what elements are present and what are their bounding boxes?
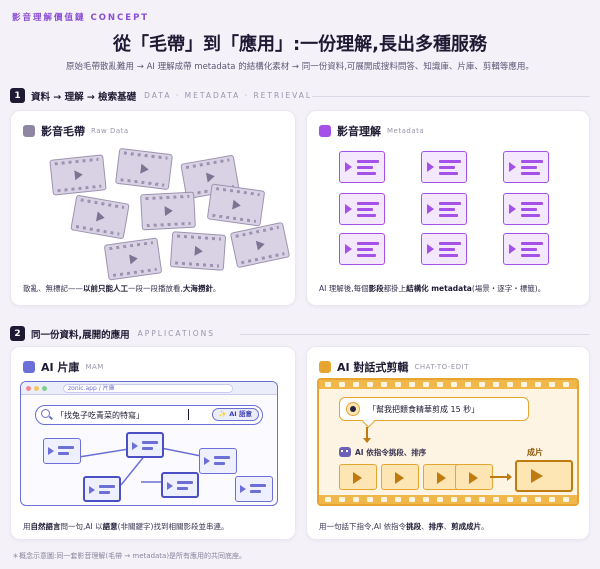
mam-caption: 用自然語言問一句,AI 以語意(非關鍵字)找到相關影段並串連。 (23, 522, 229, 531)
raw-data-card: 影音毛帶 Raw Data 散亂、無標記——以前只能人工一段一段播放看,大海撈針… (10, 110, 296, 306)
raw-film-clip (229, 221, 291, 269)
raw-data-title: 影音毛帶 (41, 125, 85, 138)
raw-data-tag: Raw Data (91, 127, 129, 135)
selected-clip[interactable] (339, 464, 377, 490)
metadata-clip (421, 151, 467, 183)
text-cursor (188, 409, 189, 420)
mam-clip-highlighted[interactable] (83, 476, 121, 502)
final-video-output[interactable] (515, 460, 573, 492)
metadata-clip (503, 233, 549, 265)
selected-clip[interactable] (381, 464, 419, 490)
chat-edit-filmstrip: 「幫我把餵食精華剪成 15 秒」 AI 依指令挑段、排序 成片 (317, 378, 579, 506)
section-1-divider (312, 96, 590, 97)
mam-clip[interactable] (235, 476, 273, 502)
page-subtitle: 原始毛帶散亂難用 → AI 理解成帶 metadata 的結構化素材 → 同一份… (66, 62, 534, 72)
raw-film-clip (115, 147, 173, 191)
arrow-right-icon (490, 473, 512, 480)
output-label: 成片 (527, 448, 543, 457)
metadata-clip (339, 233, 385, 265)
mam-clip-highlighted[interactable] (126, 432, 164, 458)
metadata-clip (503, 151, 549, 183)
section-2-tag: APPLICATIONS (137, 329, 216, 338)
raw-film-clip (206, 183, 266, 227)
footnote: ＊概念示意圖:同一套影音理解(毛帶 → metadata)是所有應用的共同底座。 (12, 552, 247, 560)
section-2-title: 同一份資料,展開的應用 (31, 329, 130, 341)
window-dot-yellow (34, 386, 39, 391)
raw-data-swatch (23, 125, 35, 137)
user-prompt-text: 「幫我把餵食精華剪成 15 秒」 (368, 405, 480, 414)
arrow-down-icon (363, 427, 370, 443)
metadata-clip (421, 233, 467, 265)
section-2-header: 2 同一份資料,展開的應用 APPLICATIONS (10, 326, 215, 341)
browser-toolbar: zonic.app / 片庫 (21, 382, 277, 395)
window-dot-red (26, 386, 31, 391)
mam-tag: MAM (85, 363, 104, 371)
ai-action-label: AI 依指令挑段、排序 (355, 448, 427, 457)
ai-semantic-search-button[interactable]: ✨ AI 語意 (211, 408, 259, 421)
section-2-number: 2 (10, 326, 25, 341)
mam-browser-window: zonic.app / 片庫 「找兔子吃青菜的特寫」 ✨ AI 語意 (20, 381, 278, 506)
section-1-number: 1 (10, 88, 25, 103)
metadata-clip (339, 193, 385, 225)
robot-icon (339, 447, 351, 457)
mam-clip[interactable] (43, 438, 81, 464)
metadata-swatch (319, 125, 331, 137)
chat-edit-tag: CHAT-TO-EDIT (414, 363, 470, 371)
browser-url-field[interactable]: zonic.app / 片庫 (63, 384, 233, 393)
search-icon (41, 409, 50, 418)
semantic-search-input[interactable]: 「找兔子吃青菜的特寫」 ✨ AI 語意 (35, 405, 263, 425)
section-1-header: 1 資料 → 理解 → 檢索基礎 DATA · METADATA · RETRI… (10, 88, 312, 103)
metadata-tag: Metadata (387, 127, 425, 135)
metadata-clip (503, 193, 549, 225)
chat-edit-caption: 用一句話下指令,AI 依指令挑段、排序、剪成成片。 (319, 522, 489, 531)
page-title: 從「毛帶」到「應用」:一份理解,長出多種服務 (112, 34, 488, 55)
section-1-tag: DATA · METADATA · RETRIEVAL (144, 91, 313, 100)
metadata-caption: AI 理解後,每個影段都掛上結構化 metadata(場景・逐字・標籤)。 (319, 284, 546, 293)
raw-data-caption: 散亂、無標記——以前只能人工一段一段播放看,大海撈針。 (23, 284, 221, 293)
metadata-clip (421, 193, 467, 225)
mam-title: AI 片庫 (41, 361, 80, 374)
header-kicker: 影音理解價值鏈 CONCEPT (12, 13, 150, 23)
selected-clip[interactable] (455, 464, 493, 490)
chat-edit-swatch (319, 361, 331, 373)
mam-swatch (23, 361, 35, 373)
raw-film-clip (140, 191, 196, 231)
metadata-clip (339, 151, 385, 183)
mam-clip[interactable] (199, 448, 237, 474)
raw-film-clip (70, 194, 130, 240)
search-query-text: 「找兔子吃青菜的特寫」 (56, 411, 144, 420)
raw-film-clip (49, 154, 107, 196)
section-1-title: 資料 → 理解 → 檢索基礎 (31, 91, 137, 103)
filmstrip-perforations-bottom (319, 495, 577, 504)
metadata-title: 影音理解 (337, 125, 381, 138)
metadata-card: 影音理解 Metadata AI 理解後,每個影段都掛上結構化 metadata… (306, 110, 590, 306)
window-dot-green (42, 386, 47, 391)
user-avatar-icon (346, 402, 360, 416)
section-2-divider (240, 334, 590, 335)
mam-clip-highlighted[interactable] (161, 472, 199, 498)
user-prompt-bubble: 「幫我把餵食精華剪成 15 秒」 (339, 397, 529, 421)
raw-film-clip (103, 237, 163, 281)
filmstrip-perforations-top (319, 380, 577, 389)
chat-edit-title: AI 對話式剪輯 (337, 361, 409, 374)
raw-film-clip (169, 231, 227, 271)
